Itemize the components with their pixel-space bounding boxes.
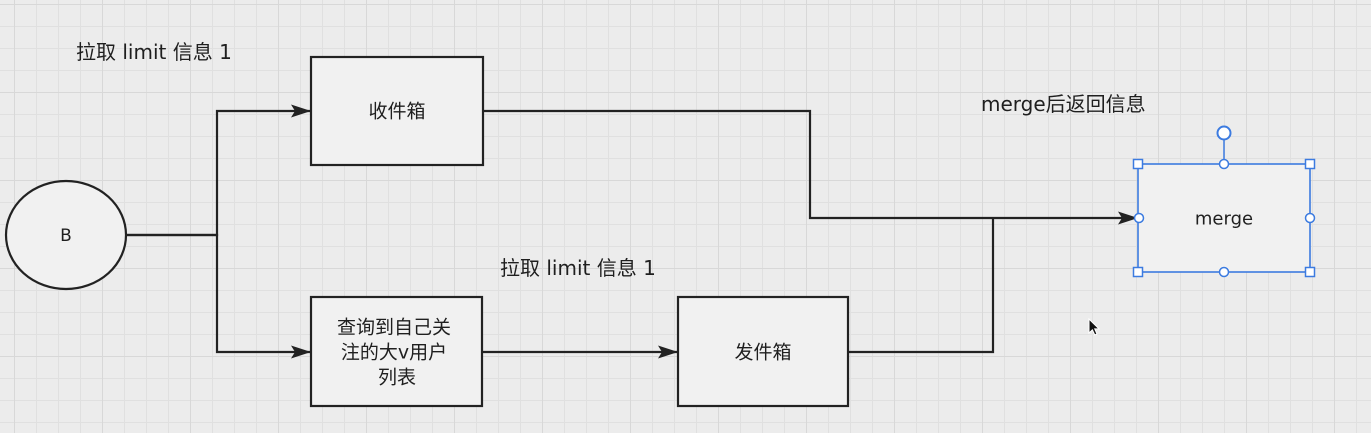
annotation-merge-return[interactable]: merge后返回信息: [981, 92, 1146, 116]
node-inbox[interactable]: 收件箱: [309, 55, 485, 167]
node-query-follow-list-shape[interactable]: [309, 295, 484, 408]
resize-handle-bottom-right[interactable]: [1304, 266, 1316, 278]
node-outbox-label: 发件箱: [734, 342, 791, 364]
resize-handle-left[interactable]: [1133, 212, 1145, 224]
resize-handle-right[interactable]: [1304, 212, 1316, 224]
resize-handle-bottom-left[interactable]: [1132, 266, 1144, 278]
selection-overlay: [1132, 125, 1316, 278]
resize-handle-top-right[interactable]: [1304, 158, 1316, 170]
edge-b-to-query[interactable]: [126, 233, 311, 359]
node-merge-label: merge: [1195, 208, 1253, 229]
mouse-pointer-icon: [1088, 317, 1101, 336]
node-inbox-label: 收件箱: [368, 101, 425, 123]
node-query-label-line-2: 注的大v用户: [341, 342, 447, 364]
node-outbox[interactable]: 发件箱: [676, 295, 850, 408]
edges: [126, 104, 1138, 359]
node-merge[interactable]: merge: [1137, 163, 1311, 273]
node-query-label-line-1: 查询到自己关: [337, 317, 451, 339]
resize-handle-top[interactable]: [1218, 158, 1230, 170]
edge-inbox-to-merge[interactable]: [483, 109, 1138, 225]
node-b[interactable]: B: [4, 179, 128, 291]
annotation-pull-limit-middle[interactable]: 拉取 limit 信息 1: [500, 256, 656, 280]
node-outbox-shape[interactable]: [676, 295, 850, 408]
rotate-handle-icon[interactable]: [1216, 125, 1232, 141]
node-b-label: B: [60, 226, 72, 246]
node-b-shape[interactable]: [4, 179, 128, 291]
edge-outbox-to-merge[interactable]: [848, 218, 995, 354]
node-query-follow-list[interactable]: 查询到自己关 注的大v用户 列表: [309, 295, 484, 408]
node-query-label-line-3: 列表: [378, 367, 416, 389]
resize-handle-top-left[interactable]: [1132, 158, 1144, 170]
edge-b-to-inbox[interactable]: [126, 104, 311, 237]
resize-handle-bottom[interactable]: [1218, 266, 1230, 278]
annotation-pull-limit-top[interactable]: 拉取 limit 信息 1: [76, 40, 232, 64]
node-query-follow-list-label: 查询到自己关 注的大v用户 列表: [337, 317, 457, 389]
node-inbox-shape[interactable]: [309, 55, 485, 167]
